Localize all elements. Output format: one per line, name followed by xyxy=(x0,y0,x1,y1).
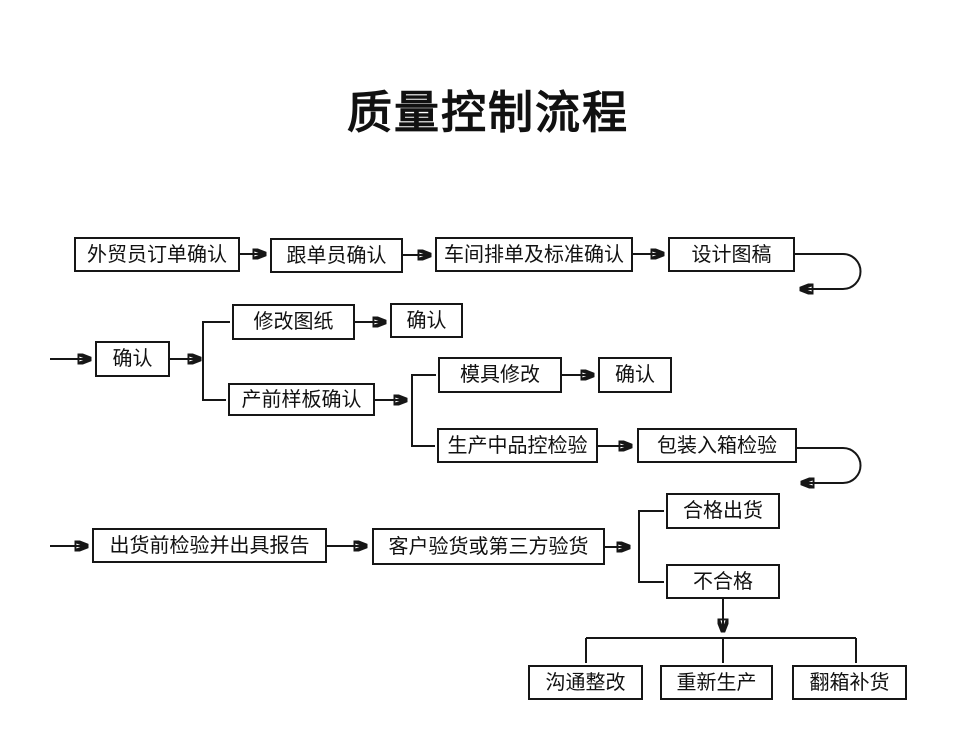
branch-line-sample xyxy=(411,374,436,447)
node-confirm-3: 确认 xyxy=(598,357,672,393)
node-qualified-ship: 合格出货 xyxy=(666,493,780,529)
edge-design-wrap-arrow xyxy=(795,253,862,289)
node-re-production: 重新生产 xyxy=(660,665,773,700)
node-merchandiser-confirm: 跟单员确认 xyxy=(270,238,403,273)
node-mold-modification: 模具修改 xyxy=(438,357,562,393)
node-in-production-qc: 生产中品控检验 xyxy=(437,428,598,463)
node-confirm-2: 确认 xyxy=(390,303,463,338)
branch-line-inspection-result xyxy=(638,510,664,583)
edge-packing-wrap-arrow xyxy=(797,447,862,483)
node-repack-replenish: 翻箱补货 xyxy=(792,665,907,700)
branch-line-confirm1 xyxy=(202,321,230,401)
node-trade-order-confirm: 外贸员订单确认 xyxy=(74,237,240,272)
node-unqualified: 不合格 xyxy=(666,564,780,599)
node-packing-inspection: 包装入箱检验 xyxy=(637,428,797,463)
diagram-title: 质量控制流程 xyxy=(346,87,629,138)
node-communicate-rectify: 沟通整改 xyxy=(528,665,643,700)
node-design-draft: 设计图稿 xyxy=(668,237,795,272)
node-pre-shipment-report: 出货前检验并出具报告 xyxy=(92,528,327,563)
node-workshop-schedule-confirm: 车间排单及标准确认 xyxy=(435,237,633,272)
node-confirm-1: 确认 xyxy=(95,341,170,377)
node-revise-drawing: 修改图纸 xyxy=(232,304,355,340)
node-pre-production-sample: 产前样板确认 xyxy=(228,383,375,416)
node-customer-inspection: 客户验货或第三方验货 xyxy=(372,528,605,565)
